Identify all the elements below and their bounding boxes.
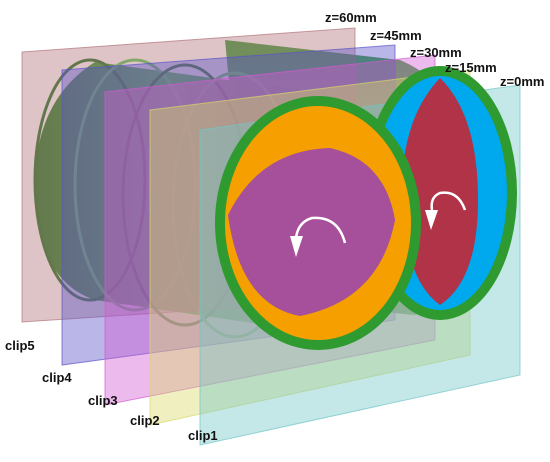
- z-label-5: z=60mm: [325, 10, 377, 25]
- right-rotation-arrow: [425, 191, 467, 230]
- z-label-2: z=15mm: [445, 60, 497, 75]
- clip-label-2: clip2: [130, 413, 160, 428]
- z-label-4: z=45mm: [370, 28, 422, 43]
- clip-label-3: clip3: [88, 393, 118, 408]
- left-chamber-face: [215, 96, 421, 350]
- clip-label-4: clip4: [42, 370, 72, 385]
- z-label-3: z=30mm: [410, 45, 462, 60]
- clip-label-1: clip1: [188, 428, 218, 443]
- z-label-1: z=0mm: [500, 74, 544, 89]
- clip-labels: clip5 clip4 clip3 clip2 clip1: [5, 338, 218, 443]
- left-rotor: [228, 148, 395, 316]
- right-rotor: [401, 78, 478, 305]
- left-rotation-arrow: [290, 216, 347, 257]
- clip-label-5: clip5: [5, 338, 35, 353]
